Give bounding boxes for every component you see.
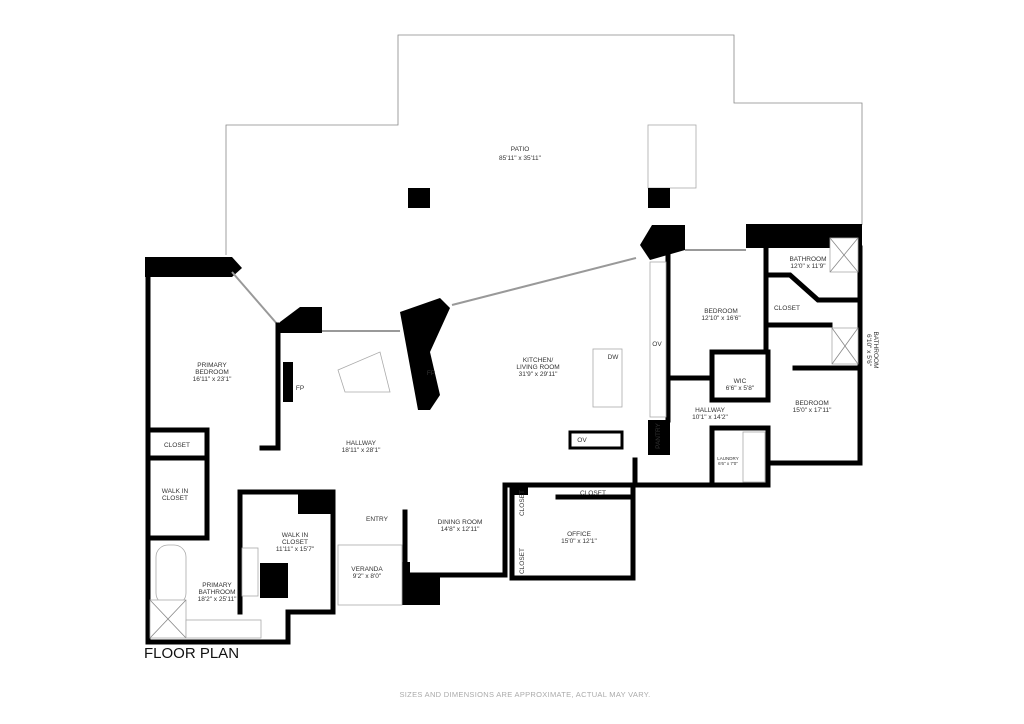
patio-outline xyxy=(225,34,863,255)
room-label-closet: CLOSET xyxy=(164,442,190,449)
washer-dryer xyxy=(742,431,766,483)
window xyxy=(231,271,279,326)
wall-block xyxy=(402,562,440,605)
wall-block xyxy=(510,485,528,495)
room-label-veranda: VERANDA xyxy=(351,566,383,573)
room-label-walk-in-closet-2: WALK IN xyxy=(282,532,309,539)
dishwasher-label: DW xyxy=(608,354,620,361)
wall-block xyxy=(640,225,685,260)
room-label-dining-room: DINING ROOM xyxy=(438,519,483,526)
svg-text:18'11" x 28'1": 18'11" x 28'1" xyxy=(342,447,381,454)
room-label-closet: CLOSET xyxy=(774,305,800,312)
kitchen-island xyxy=(592,348,623,408)
svg-text:CLOSET: CLOSET xyxy=(162,495,188,502)
bathtub xyxy=(155,544,187,606)
oven-counter xyxy=(568,430,624,450)
room-label-bedroom: BEDROOM xyxy=(704,308,738,315)
fireplace-block xyxy=(400,298,450,410)
room-label-primary-bathroom: PRIMARY xyxy=(202,582,232,589)
floor-plan-title: FLOOR PLAN xyxy=(144,645,240,662)
svg-text:15'0" x 12'1": 15'0" x 12'1" xyxy=(561,538,597,545)
patio-fixture xyxy=(647,124,697,189)
svg-text:10'1" x 14'2": 10'1" x 14'2" xyxy=(692,414,728,421)
wall xyxy=(509,482,636,581)
vanity xyxy=(241,547,259,597)
wall xyxy=(763,272,863,303)
svg-text:BEDROOM: BEDROOM xyxy=(195,369,229,376)
svg-text:12'0" x 11'9": 12'0" x 11'9" xyxy=(790,263,826,270)
wall-block xyxy=(260,563,288,598)
room-dim-patio: 85'11" x 35'11" xyxy=(499,155,542,162)
oven-label: OV xyxy=(577,437,587,444)
fireplace-label: FP xyxy=(296,385,304,392)
room-label-closet: CLOSET xyxy=(519,548,526,574)
svg-text:CLOSET: CLOSET xyxy=(282,539,308,546)
room-label-walk-in-closet: WALK IN xyxy=(162,488,189,495)
room-label-closet: CLOSET xyxy=(580,490,606,497)
svg-text:15'0" x 17'11": 15'0" x 17'11" xyxy=(793,407,832,414)
room-label-office: OFFICE xyxy=(567,531,591,538)
svg-text:12'10" x 16'6": 12'10" x 16'6" xyxy=(701,315,741,322)
room-label-pantry: PANTRY xyxy=(655,422,662,448)
room-label-kitchen: KITCHEN/ xyxy=(523,357,554,364)
room-label-bathroom-2: BATHROOM xyxy=(872,331,879,368)
room-label-closet: CLOSET xyxy=(519,490,526,516)
vanity xyxy=(185,619,262,639)
svg-text:16'11" x 23'1": 16'11" x 23'1" xyxy=(193,376,232,383)
wall-block xyxy=(145,257,242,277)
fireplace-label: FP xyxy=(427,370,435,377)
column xyxy=(648,188,670,208)
room-label-hallway-2: HALLWAY xyxy=(695,407,726,414)
svg-text:18'2" x 25'11": 18'2" x 25'11" xyxy=(198,596,237,603)
svg-text:BATHROOM: BATHROOM xyxy=(198,589,235,596)
svg-text:9'2" x 8'0": 9'2" x 8'0" xyxy=(353,573,382,580)
room-label-primary-bedroom: PRIMARY xyxy=(197,362,227,369)
wall-block xyxy=(298,492,333,514)
wall xyxy=(237,489,336,615)
wall xyxy=(402,457,638,578)
svg-text:LIVING ROOM: LIVING ROOM xyxy=(516,364,559,371)
window xyxy=(451,257,637,306)
wall-block xyxy=(280,307,322,333)
kitchen-counter xyxy=(649,261,667,418)
svg-text:6'6" x 5'8": 6'6" x 5'8" xyxy=(726,385,755,392)
room-label-entry: ENTRY xyxy=(366,516,389,523)
room-label-bathroom: BATHROOM xyxy=(789,256,826,263)
svg-text:31'9" x 29'11": 31'9" x 29'11" xyxy=(519,371,558,378)
wall xyxy=(707,425,771,488)
bar-counter xyxy=(337,351,391,393)
svg-text:6'6" x 7'0": 6'6" x 7'0" xyxy=(718,461,738,466)
disclaimer: SIZES AND DIMENSIONS ARE APPROXIMATE, AC… xyxy=(399,690,651,699)
veranda-outline xyxy=(337,544,403,606)
wall xyxy=(765,245,863,466)
wall xyxy=(259,322,281,451)
wall xyxy=(145,427,210,541)
room-label-bedroom-2: BEDROOM xyxy=(795,400,829,407)
oven-label: OV xyxy=(652,341,662,348)
room-label-patio: PATIO xyxy=(511,146,530,153)
room-label-hallway: HALLWAY xyxy=(346,440,377,447)
room-label-wic: WIC xyxy=(734,378,747,385)
svg-text:11'11" x 15'7": 11'11" x 15'7" xyxy=(276,546,315,553)
wall xyxy=(145,272,336,645)
fireplace-wall xyxy=(283,362,293,402)
room-label-laundry: LAUNDRY xyxy=(717,456,738,461)
svg-text:6'10" x 5'6": 6'10" x 5'6" xyxy=(865,334,872,367)
wall xyxy=(709,349,771,403)
column xyxy=(408,188,430,208)
svg-text:14'8" x 12'11": 14'8" x 12'11" xyxy=(441,526,480,533)
wall-block xyxy=(648,420,670,455)
